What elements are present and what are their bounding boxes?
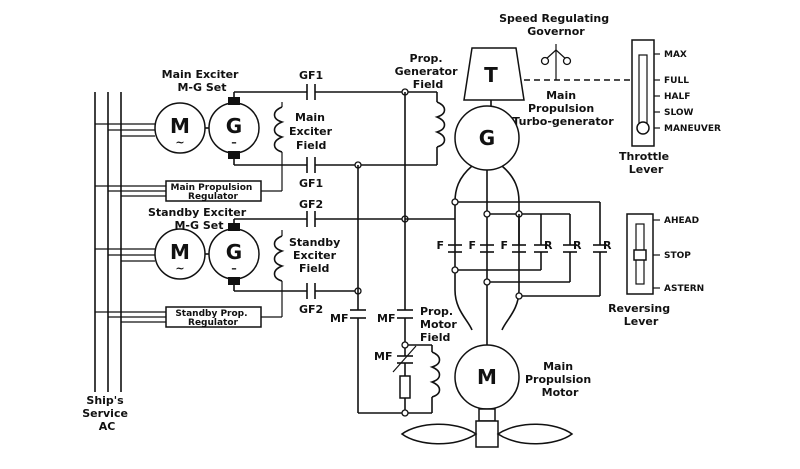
- mf-center-label: MF: [377, 312, 395, 325]
- throttle-lever-knob[interactable]: [636, 121, 650, 135]
- gf1-top-label: GF1: [299, 69, 323, 82]
- speed-governor-label: Speed Regulating Governor: [499, 12, 613, 38]
- reversing-pos-stop: STOP: [664, 251, 691, 261]
- main-brush-bottom: [228, 151, 240, 159]
- standby-brush-bottom: [228, 277, 240, 285]
- standby-prop-regulator-label: Standby Prop. Regulator: [175, 309, 250, 328]
- reversing-pos-astern: ASTERN: [664, 284, 704, 294]
- contact-f-3: F: [500, 239, 508, 252]
- throttle-pos-maneuver: MANEUVER: [664, 124, 721, 134]
- main-exciter-generator-letter: G: [226, 114, 242, 138]
- standby-exciter-motor-ac: ~: [175, 262, 184, 275]
- throttle-lever-housing[interactable]: [631, 39, 655, 147]
- contact-r-2: R: [573, 239, 582, 252]
- motor-field-resistor: [399, 375, 411, 399]
- ships-service-label: Ship's Service AC: [82, 394, 132, 433]
- contact-f-1: F: [436, 239, 444, 252]
- gf2-bottom-label: GF2: [299, 303, 323, 316]
- prop-motor-field-coil: [429, 351, 441, 398]
- main-exciter-field-label: Main Exciter Field: [289, 111, 336, 152]
- turbo-generator-label: Main Propulsion Turbo-generator: [512, 89, 614, 128]
- mf-adjustable-label: MF: [374, 350, 392, 363]
- standby-exciter-motor-letter: M: [170, 240, 190, 264]
- main-brush-top: [228, 97, 240, 105]
- reversing-ticks: [653, 219, 660, 289]
- main-exciter-motor-ac: ~: [175, 136, 184, 149]
- standby-exciter-field-coil: [273, 235, 285, 282]
- contact-f-2: F: [468, 239, 476, 252]
- mf-left-label: MF: [330, 312, 348, 325]
- main-motor-letter: M: [477, 365, 497, 389]
- turbine: [463, 47, 525, 101]
- throttle-pos-half: HALF: [664, 92, 690, 102]
- throttle-pos-slow: SLOW: [664, 108, 694, 118]
- main-exciter-field-coil: [273, 106, 285, 153]
- throttle-ticks: [654, 53, 660, 129]
- contact-r-3: R: [603, 239, 612, 252]
- main-exciter-label: Main Exciter M-G Set: [162, 68, 243, 94]
- prop-motor-field-label: Prop. Motor Field: [420, 305, 461, 344]
- main-exciter-generator-dc: –: [231, 136, 237, 149]
- reversing-pos-ahead: AHEAD: [664, 216, 699, 226]
- reversing-lever-label: Reversing Lever: [608, 302, 674, 328]
- propeller-icon: [400, 408, 574, 448]
- throttle-pos-full: FULL: [664, 76, 689, 86]
- prop-generator-field-coil: [434, 101, 446, 148]
- gf2-top-label: GF2: [299, 198, 323, 211]
- reversing-lever-handle[interactable]: [633, 249, 647, 261]
- ships-service-bus: [94, 92, 168, 392]
- standby-exciter-label: Standby Exciter M-G Set: [148, 206, 250, 232]
- main-exciter-motor-letter: M: [170, 114, 190, 138]
- governor-flyweights-icon: [540, 44, 572, 80]
- main-propulsion-regulator-label: Main Propulsion Regulator: [171, 183, 256, 202]
- standby-exciter-field-label: Standby Exciter Field: [289, 236, 344, 275]
- prop-generator-field-label: Prop. Generator Field: [395, 52, 462, 91]
- main-generator-letter: G: [479, 126, 495, 150]
- throttle-lever-label: Throttle Lever: [619, 150, 673, 176]
- standby-exciter-generator-letter: G: [226, 240, 242, 264]
- contact-r-1: R: [544, 239, 553, 252]
- gf1-bottom-label: GF1: [299, 177, 323, 190]
- standby-brush-top: [228, 223, 240, 231]
- armature-loop-left: [454, 165, 473, 331]
- throttle-pos-max: MAX: [664, 50, 687, 60]
- main-motor-label: Main Propulsion Motor: [525, 360, 595, 399]
- standby-exciter-generator-dc: –: [231, 262, 237, 275]
- turbine-letter: T: [484, 63, 498, 87]
- armature-loop-right: [501, 165, 520, 331]
